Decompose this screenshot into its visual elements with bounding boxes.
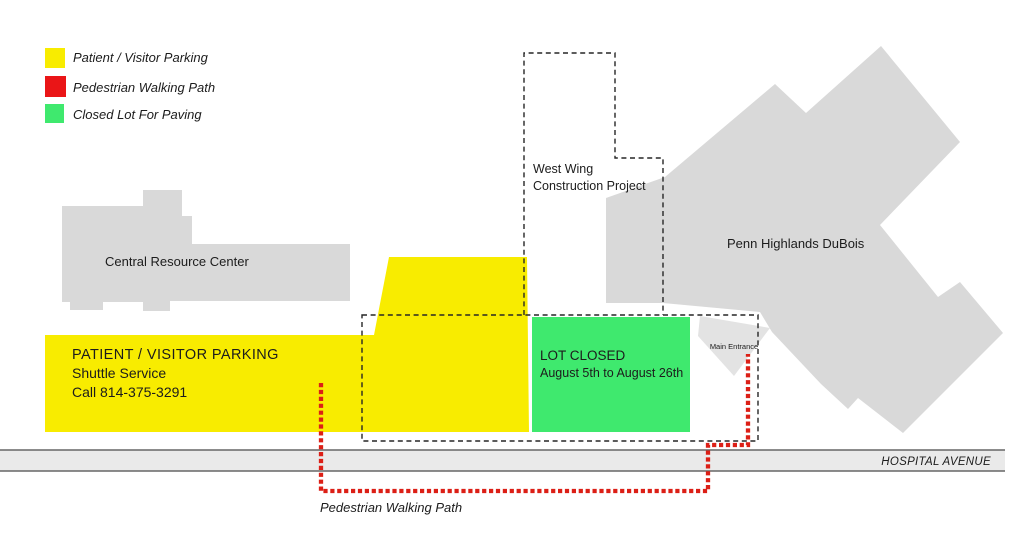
legend-label-parking: Patient / Visitor Parking xyxy=(73,50,209,65)
central-resource-center-building xyxy=(62,190,350,311)
west-wing-construction-outline xyxy=(523,52,664,315)
hospital-avenue-label: HOSPITAL AVENUE xyxy=(881,456,991,468)
closed-lot-label-line1: LOT CLOSED xyxy=(540,348,626,363)
penn-highlands-dubois-label: Penn Highlands DuBois xyxy=(727,236,865,251)
west-wing-label-line2: Construction Project xyxy=(533,179,646,193)
parking-label-line1: PATIENT / VISITOR PARKING xyxy=(72,347,279,363)
parking-label-line2: Shuttle Service xyxy=(72,365,166,381)
pedestrian-walking-path-label: Pedestrian Walking Path xyxy=(320,500,462,515)
main-entrance-label: Main Entrance xyxy=(710,342,758,351)
closed-lot-for-paving xyxy=(532,317,690,432)
legend-swatch-parking xyxy=(45,48,65,68)
pedestrian-walking-path-line xyxy=(318,354,751,494)
hospital-avenue-road xyxy=(0,450,1005,471)
central-resource-center-label: Central Resource Center xyxy=(105,254,249,269)
legend-swatch-closed-lot xyxy=(45,104,64,123)
legend-label-closed-lot: Closed Lot For Paving xyxy=(73,107,202,122)
main-entrance-building xyxy=(698,316,770,376)
legend-swatch-walking-path xyxy=(45,76,66,97)
closed-lot-label-line2: August 5th to August 26th xyxy=(540,366,683,380)
patient-visitor-parking-lot xyxy=(45,257,529,432)
penn-highlands-dubois-building xyxy=(606,46,1003,433)
parking-label-line3: Call 814-375-3291 xyxy=(72,384,187,400)
legend-label-walking-path: Pedestrian Walking Path xyxy=(73,80,215,95)
west-wing-label-line1: West Wing xyxy=(533,162,593,176)
paving-project-outline xyxy=(361,314,759,442)
